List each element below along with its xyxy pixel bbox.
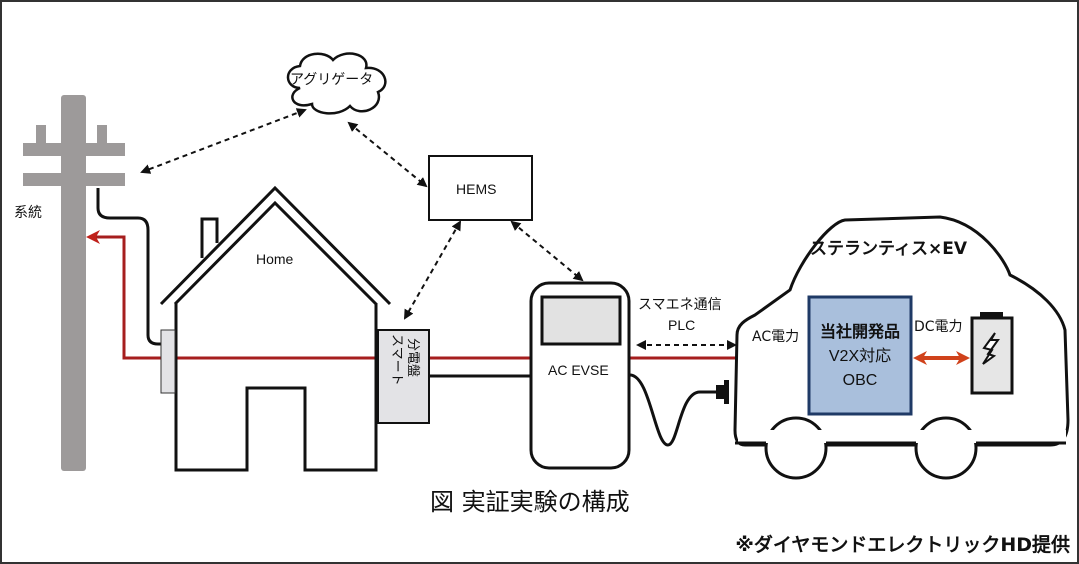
power-flow-line [86,230,760,360]
link-hems-panel [404,220,461,320]
smart-panel-label-2: 分電盤 [405,338,420,377]
aggregator-cloud [286,52,387,115]
car-wheel-rear [914,416,978,480]
credit-text: ※ダイヤモンドエレクトリックHD提供 [735,533,1070,556]
link-aggregator-hems [347,121,428,188]
car-wheel-front [764,416,828,480]
obc-box [807,295,913,416]
obc-label-1: 当社開発品 [820,322,900,341]
ev-label: ステランティス×EV [810,239,968,259]
battery-lightning-icon [970,312,1014,395]
hems-label: HEMS [456,181,496,197]
charging-cable [629,373,718,447]
communication-links [140,108,737,350]
hems-box [428,155,533,221]
grid-label: 系統 [14,205,42,221]
home-building [159,185,392,472]
ac-power-label: AC電力 [752,329,799,345]
plc-label-2: PLC [668,317,695,333]
home-label: Home [256,251,294,267]
utility-pole-icon [23,95,125,471]
evse-screen [540,295,622,346]
evse-label: AC EVSE [548,362,609,378]
smart-panel-label-1: スマート [389,334,404,386]
aggregator-label: アグリゲータ [290,72,373,88]
car-body-mask [738,430,1066,443]
smart-panel [377,329,430,424]
electric-meter [160,329,176,394]
link-aggregator-grid [140,108,307,174]
obc-label-2: V2X対応 [829,347,891,365]
plug-icon [716,380,729,404]
dc-power-label: DC電力 [914,319,963,335]
link-hems-evse [510,220,584,282]
figure-caption: 図 実証実験の構成 [430,488,630,516]
plc-label-1: スマエネ通信 [638,297,722,313]
obc-label-3: OBC [843,372,878,389]
grid-cable [96,188,162,346]
